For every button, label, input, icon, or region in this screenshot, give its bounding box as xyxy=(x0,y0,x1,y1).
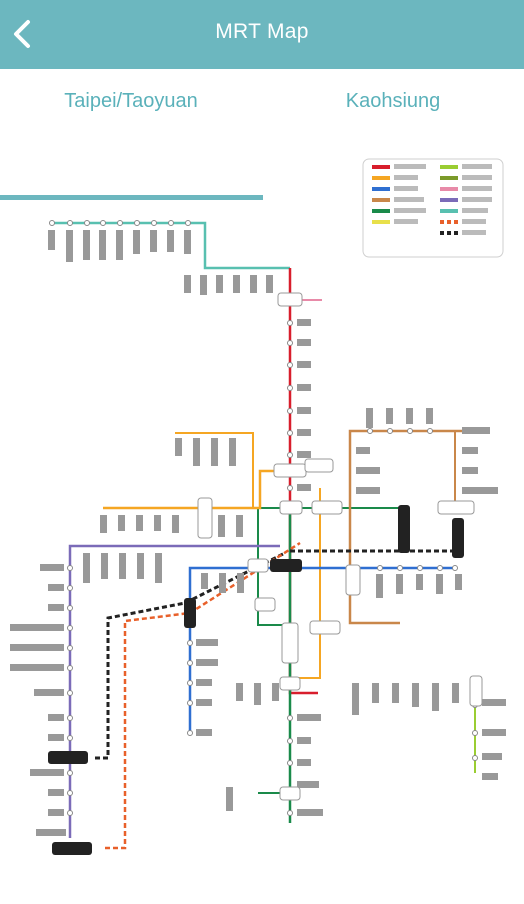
purple-line xyxy=(68,544,280,838)
mrt-map-drawing xyxy=(10,158,506,855)
app-bar: MRT Map xyxy=(0,0,524,69)
transfer-stations xyxy=(48,292,483,855)
airport-line xyxy=(95,551,286,760)
page-title: MRT Map xyxy=(215,20,309,43)
blue-line xyxy=(188,566,455,733)
map-legend xyxy=(362,158,504,258)
chevron-left-icon xyxy=(14,20,30,48)
back-button[interactable] xyxy=(8,16,48,52)
tab-taipei-taoyuan[interactable]: Taipei/Taoyuan xyxy=(64,90,198,112)
tab-indicator xyxy=(0,195,263,200)
teal-line xyxy=(52,221,290,270)
mrt-map[interactable] xyxy=(0,133,524,900)
tab-bar: Taipei/Taoyuan Kaohsiung xyxy=(0,69,524,200)
tab-kaohsiung[interactable]: Kaohsiung xyxy=(345,90,441,112)
orange-line xyxy=(103,469,275,510)
